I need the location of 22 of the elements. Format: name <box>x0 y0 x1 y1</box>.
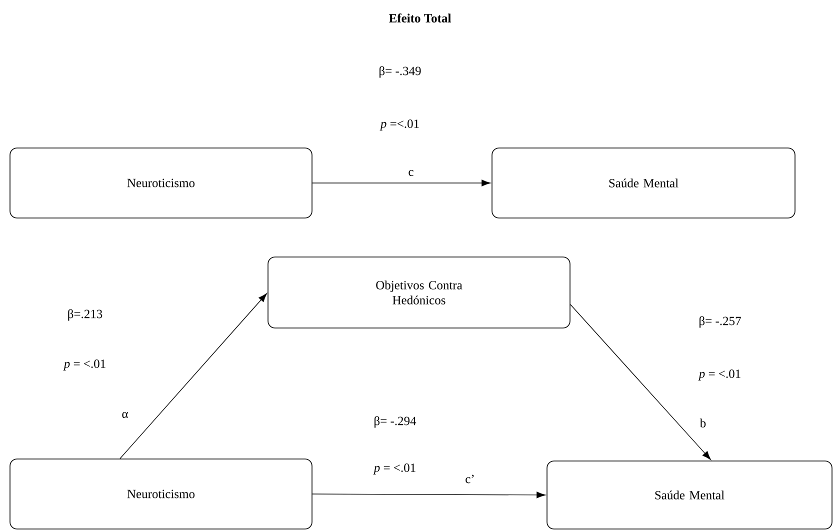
statistic-label: β= -.257 <box>700 316 741 328</box>
arrow <box>312 492 546 498</box>
variable-box: Saúde Mental <box>546 460 832 530</box>
arrow <box>120 293 267 459</box>
edge-label: α <box>120 411 130 419</box>
arrow <box>312 180 490 186</box>
statistic-label: p = <.01 <box>373 464 416 474</box>
variable-box: Objetivos Contra Hedónicos <box>268 256 570 328</box>
edge-label: b <box>698 418 708 428</box>
statistic-label: p =<.01 <box>380 120 419 130</box>
statistic-label: β= -.349 <box>380 66 421 78</box>
statistic-label: p = <.01 <box>63 360 106 370</box>
statistic-label: p = <.01 <box>698 370 740 380</box>
variable-box: Neuroticismo <box>10 148 312 218</box>
edge-label: c’ <box>464 474 476 484</box>
arrow <box>570 304 711 460</box>
title: Efeito Total <box>389 14 451 22</box>
edge-label: c <box>407 169 415 177</box>
statistic-label: β=.213 <box>68 309 102 321</box>
variable-box: Saúde Mental <box>492 148 796 218</box>
statistic-label: β= -.294 <box>374 416 416 428</box>
variable-box: Neuroticismo <box>10 458 312 530</box>
